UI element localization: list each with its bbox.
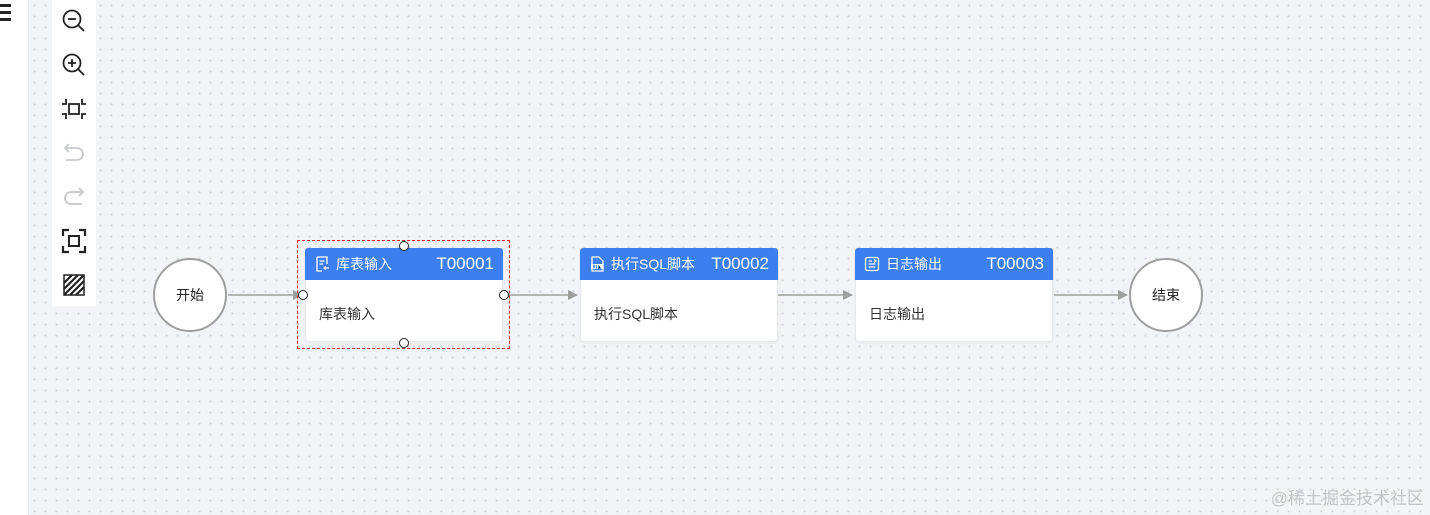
selection-mode-button[interactable] [59,226,89,256]
grid-toggle-button[interactable] [59,270,89,300]
watermark: @稀土掘金技术社区 [1270,489,1424,508]
task-header: 执行SQL脚本 T00002 [580,248,778,280]
canvas-toolbar [52,0,96,306]
connection-handle-right[interactable] [499,290,509,300]
task-title: 日志输出 [886,256,942,272]
selection-frame-icon [61,228,87,254]
hatch-icon [63,274,85,296]
task-title: 执行SQL脚本 [611,256,696,272]
task-node-t00003[interactable]: 日志输出 T00003 日志输出 [855,248,1053,342]
task-node-t00001[interactable]: 库表输入 T00001 库表输入 [305,248,503,342]
zoom-in-button[interactable] [59,50,89,80]
zoom-in-icon [62,53,85,76]
connection-handle-left[interactable] [298,290,308,300]
fit-canvas-icon [62,99,86,119]
log-output-icon [864,256,880,272]
task-body: 执行SQL脚本 [594,306,679,322]
undo-icon [63,143,84,161]
end-node-label: 结束 [1152,287,1180,303]
start-node[interactable]: 开始 [153,258,227,332]
undo-button[interactable] [59,138,89,168]
connection-handle-top[interactable] [399,241,409,251]
sql-file-icon [591,256,604,272]
zoom-out-button[interactable] [59,6,89,36]
task-header: 日志输出 T00003 [855,248,1053,280]
task-code: T00001 [436,254,494,273]
task-node-t00002[interactable]: 执行SQL脚本 T00002 执行SQL脚本 [580,248,778,342]
redo-icon [64,187,85,205]
task-title: 库表输入 [336,256,392,272]
connection-handle-bottom[interactable] [399,338,409,348]
fit-canvas-button[interactable] [59,94,89,124]
task-header: 库表输入 T00001 [305,248,503,280]
redo-button[interactable] [59,182,89,212]
task-body: 库表输入 [319,306,375,322]
table-input-icon [316,256,329,272]
task-code: T00002 [711,254,769,273]
left-rail [0,0,28,515]
task-body: 日志输出 [869,306,925,322]
zoom-out-icon [62,9,85,32]
start-node-label: 开始 [176,287,204,303]
selection-outline [297,240,510,349]
task-code: T00003 [986,254,1044,273]
menu-icon[interactable] [0,4,12,24]
end-node[interactable]: 结束 [1129,258,1203,332]
